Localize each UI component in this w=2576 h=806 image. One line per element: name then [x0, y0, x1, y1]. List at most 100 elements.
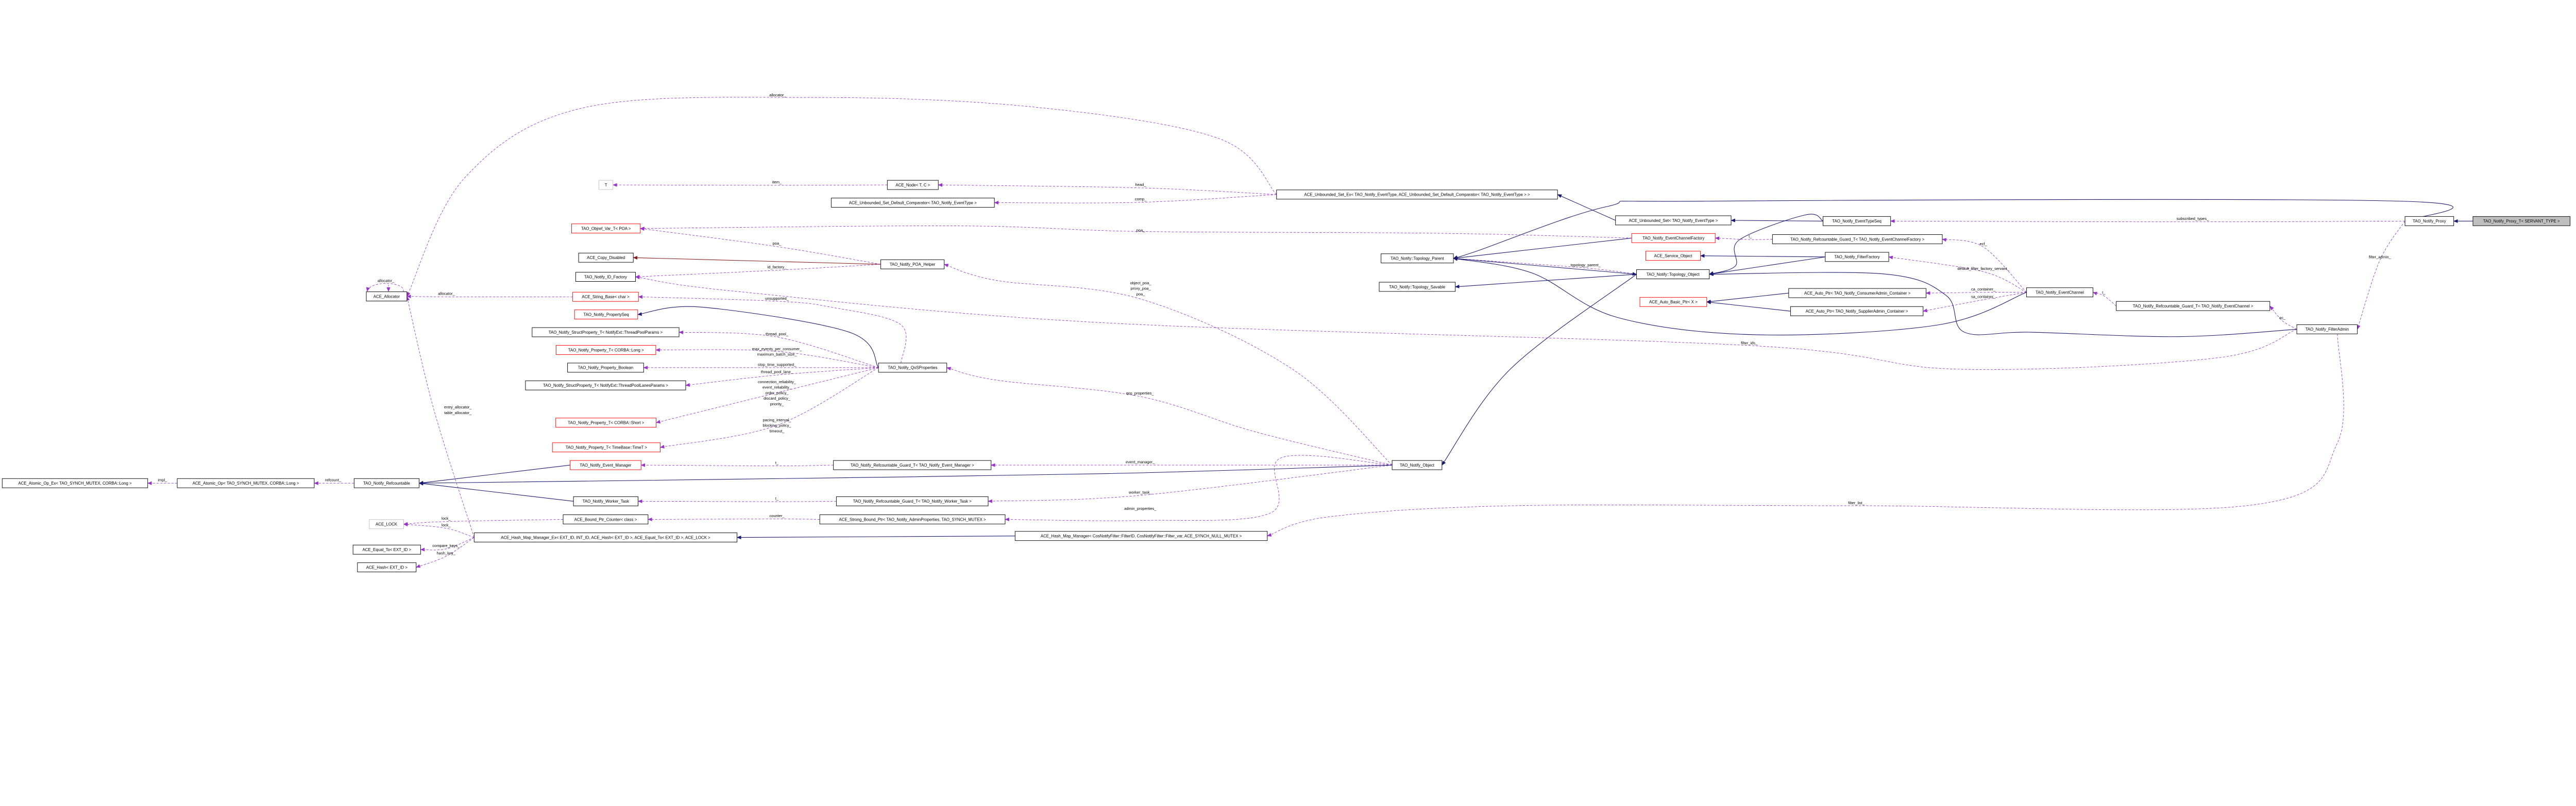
class-node-ace-unbounded-set-tao-notify-eventtype[interactable]: ACE_Unbounded_Set< TAO_Notify_EventType … — [1615, 215, 1732, 226]
edge-label: filter_ids_ — [1741, 341, 1758, 346]
usage-edge — [416, 537, 474, 568]
usage-edge — [420, 537, 474, 552]
edge-label: unsupported_ — [765, 296, 789, 301]
class-node-tao-notify-refcountable-guard-t-tao-notify-worker-task[interactable]: TAO_Notify_Refcountable_Guard_T< TAO_Not… — [836, 496, 989, 506]
class-node-ace-hash-map-manager-ex-ext-id-int-id-ace-hash-ext-id-ace-equal-to-ext-id-ace-lock[interactable]: ACE_Hash_Map_Manager_Ex< EXT_ID, INT_ID,… — [473, 533, 738, 542]
class-box — [1790, 306, 1924, 316]
nodes-layer: T ACE_Node< T, C > ACE_Unbounded_Set_Defau… — [2, 180, 2570, 573]
class-node-ace-unbounded-set-ex-tao-notify-eventtype-ace-unbounded-set-default-comparator-tao-notify-eventtype[interactable]: ACE_Unbounded_Set_Ex< TAO_Notify_EventTy… — [1276, 190, 1558, 200]
edge-label-line: filter_ids_ — [1741, 341, 1758, 346]
class-node-ace-service-object[interactable]: ACE_Service_Object — [1646, 251, 1701, 261]
edge-label-line: id_factory_ — [768, 265, 787, 269]
edge-label: compare_keys_ — [432, 543, 460, 548]
edge-label-line: lock_ — [442, 516, 451, 521]
class-name: ACE_String_Base< char > — [582, 295, 630, 299]
class-node-tao-notify-property-boolean[interactable]: TAO_Notify_Property_Boolean — [567, 363, 644, 373]
class-node-ace-auto-ptr-tao-notify-supplieradmin-container[interactable]: ACE_Auto_Ptr< TAO_Notify_SupplierAdmin_C… — [1790, 306, 1924, 316]
usage-edge — [640, 227, 881, 265]
class-node-ace-bound-ptr-counter-class[interactable]: ACE_Bound_Ptr_Counter< class > — [563, 515, 649, 524]
class-node-ace-auto-ptr-tao-notify-consumeradmin-container[interactable]: ACE_Auto_Ptr< TAO_Notify_ConsumerAdmin_C… — [1788, 288, 1926, 298]
class-node-tao-notify-proxy[interactable]: TAO_Notify_Proxy — [2404, 216, 2454, 226]
inheritance-edge — [1709, 214, 1823, 275]
class-name: ACE_Unbounded_Set_Ex< TAO_Notify_EventTy… — [1304, 193, 1530, 197]
class-name: TAO_Notify::Topology_Parent — [1391, 256, 1444, 261]
class-node-tao-notify-topology-parent[interactable]: TAO_Notify::Topology_Parent — [1381, 253, 1454, 264]
class-node-ace-hash-map-manager-cosnotifyfilter-filterid-cosnotifyfilter-filter-var-ace-synch-null-mutex[interactable]: ACE_Hash_Map_Manager< CosNotifyFilter::F… — [1014, 531, 1268, 541]
usage-edge — [944, 264, 1393, 466]
class-node-tao-notify-refcountable-guard-t-tao-notify-eventchannel[interactable]: TAO_Notify_Refcountable_Guard_T< TAO_Not… — [2116, 301, 2270, 311]
edge-labels-layer: impl_refcount_item_head_comp_allocator_a… — [158, 93, 2391, 555]
class-node-tao-notify-eventchannel[interactable]: TAO_Notify_EventChannel — [2026, 287, 2093, 298]
class-node-tao-notify-refcountable-guard-t-tao-notify-eventchannelfactory[interactable]: TAO_Notify_Refcountable_Guard_T< TAO_Not… — [1772, 234, 1943, 244]
class-node-ace-equal-to-ext-id[interactable]: ACE_Equal_To< EXT_ID > — [352, 544, 421, 555]
class-node-ace-lock[interactable]: ACE_LOCK — [369, 519, 404, 529]
class-node-ace-strong-bound-ptr-tao-notify-adminproperties-tao-synch-mutex[interactable]: ACE_Strong_Bound_Ptr< TAO_Notify_AdminPr… — [819, 515, 1006, 524]
edge-label-line: lock_ — [442, 523, 451, 527]
class-node-tao-notify-filteradmin[interactable]: TAO_Notify_FilterAdmin — [2296, 324, 2358, 334]
class-node-tao-notify-property-t-timebase-timet[interactable]: TAO_Notify_Property_T< TimeBase::TimeT > — [552, 442, 660, 453]
edge-label: id_factory_ — [768, 265, 787, 269]
class-node-ace-auto-basic-ptr-x[interactable]: ACE_Auto_Basic_Ptr< X > — [1639, 297, 1707, 307]
edge-label: ecf_ — [1979, 242, 1987, 246]
class-node-tao-notify-poa-helper[interactable]: TAO_Notify_POA_Helper — [880, 259, 945, 269]
edge-label: default_filter_factory_servant_ — [1957, 266, 2010, 271]
class-node-tao-notify-qosproperties[interactable]: TAO_Notify_QoSProperties — [878, 363, 947, 373]
class-node-t[interactable]: T — [599, 180, 614, 190]
usage-edge — [366, 283, 404, 292]
inheritance-edge — [1731, 218, 1823, 222]
class-node-tao-notify-eventchannelfactory[interactable]: TAO_Notify_EventChannelFactory — [1631, 233, 1716, 243]
class-node-ace-string-base-char[interactable]: ACE_String_Base< char > — [572, 291, 639, 302]
class-node-ace-atomic-op-ex-tao-synch-mutex-corba-long[interactable]: ACE_Atomic_Op_Ex< TAO_SYNCH_MUTEX, CORBA… — [2, 478, 148, 488]
class-node-tao-notify-worker-task[interactable]: TAO_Notify_Worker_Task — [573, 496, 638, 506]
class-name: ACE_Auto_Ptr< TAO_Notify_SupplierAdmin_C… — [1806, 309, 1908, 314]
class-node-tao-notify-event-manager[interactable]: TAO_Notify_Event_Manager — [570, 460, 641, 470]
class-node-ace-hash-ext-id[interactable]: ACE_Hash< EXT_ID > — [357, 562, 417, 573]
class-node-tao-notify-proxy-t-servant-type[interactable]: TAO_Notify_Proxy_T< SERVANT_TYPE > — [2472, 216, 2570, 226]
usage-edge — [1715, 236, 1773, 241]
edge-label: comp_ — [1135, 197, 1147, 201]
class-node-tao-notify-topology-savable[interactable]: TAO_Notify::Topology_Savable — [1379, 282, 1456, 292]
inheritance-edge — [1706, 300, 1791, 312]
edge-label-line: ec_ — [2279, 315, 2286, 320]
edge-label-line: filter_admin_ — [2369, 255, 2392, 260]
class-node-tao-notify-eventtypeseq[interactable]: TAO_Notify_EventTypeSeq — [1823, 216, 1891, 226]
edge-label: object_poa_proxy_poa_poa_ — [1130, 281, 1152, 297]
class-name: TAO_Notify_Event_Manager — [580, 463, 631, 468]
class-node-tao-notify-refcountable-guard-t-tao-notify-event-manager[interactable]: TAO_Notify_Refcountable_Guard_T< TAO_Not… — [833, 460, 992, 470]
class-node-tao-notify-structproperty-t-notifyext-threadpoollanesparams[interactable]: TAO_Notify_StructProperty_T< NotifyExt::… — [525, 380, 686, 390]
class-node-tao-notify-id-factory[interactable]: TAO_Notify_ID_Factory — [575, 272, 636, 282]
class-node-tao-notify-propertyseq[interactable]: TAO_Notify_PropertySeq — [574, 310, 638, 320]
edge-label: admin_properties_ — [1124, 506, 1157, 511]
usage-edge — [406, 97, 1277, 297]
class-node-tao-notify-refcountable[interactable]: TAO_Notify_Refcountable — [353, 478, 419, 488]
class-node-tao-notify-property-t-corba-short[interactable]: TAO_Notify_Property_T< CORBA::Short > — [555, 418, 657, 428]
class-node-tao-notify-filterfactory[interactable]: TAO_Notify_FilterFactory — [1825, 252, 1889, 262]
class-node-tao-notify-structproperty-t-notifyext-threadpoolparams[interactable]: TAO_Notify_StructProperty_T< NotifyExt::… — [532, 327, 680, 337]
class-name: TAO_Notify_FilterAdmin — [2306, 327, 2349, 332]
usage-edge — [1453, 256, 1637, 275]
class-node-tao-notify-object[interactable]: TAO_Notify_Object — [1392, 460, 1443, 470]
edge-label-line: default_filter_factory_servant_ — [1957, 266, 2010, 271]
edge-label-line: admin_properties_ — [1124, 506, 1157, 511]
edge-label: t_ — [775, 460, 779, 465]
usage-edge — [648, 517, 820, 522]
class-node-ace-unbounded-set-default-comparator-tao-notify-eventtype[interactable]: ACE_Unbounded_Set_Default_Comparator< TA… — [831, 198, 995, 208]
class-node-tao-notify-property-t-corba-long[interactable]: TAO_Notify_Property_T< CORBA::Long > — [555, 345, 656, 355]
usage-edge — [655, 367, 879, 424]
class-name: TAO_Notify_Proxy — [2413, 219, 2446, 224]
class-node-ace-allocator[interactable]: ACE_Allocator — [366, 291, 408, 301]
inheritance-edge — [418, 482, 574, 502]
usage-edge — [406, 296, 474, 538]
class-node-tao-notify-topology-object[interactable]: TAO_Notify::Topology_Object — [1636, 269, 1710, 279]
usage-edge — [946, 367, 1393, 466]
class-name: TAO_Notify_Refcountable_Guard_T< TAO_Not… — [851, 463, 974, 468]
class-name: TAO_Notify_Refcountable_Guard_T< TAO_Not… — [853, 499, 972, 504]
usage-edge — [1942, 238, 2027, 293]
inheritance-edge — [1453, 237, 1632, 260]
class-name: TAO_Notify_EventChannel — [2036, 290, 2084, 295]
class-node-ace-copy-disabled[interactable]: ACE_Copy_Disabled — [578, 252, 634, 263]
inheritance-edge — [1453, 257, 2027, 336]
class-node-ace-node-t-c[interactable]: ACE_Node< T, C > — [887, 180, 939, 190]
class-node-tao-objref-var-t-poa[interactable]: TAO_Objref_Var_T< POA > — [571, 224, 641, 234]
class-node-ace-atomic-op-tao-synch-mutex-corba-long[interactable]: ACE_Atomic_Op< TAO_SYNCH_MUTEX, CORBA::L… — [177, 478, 315, 488]
